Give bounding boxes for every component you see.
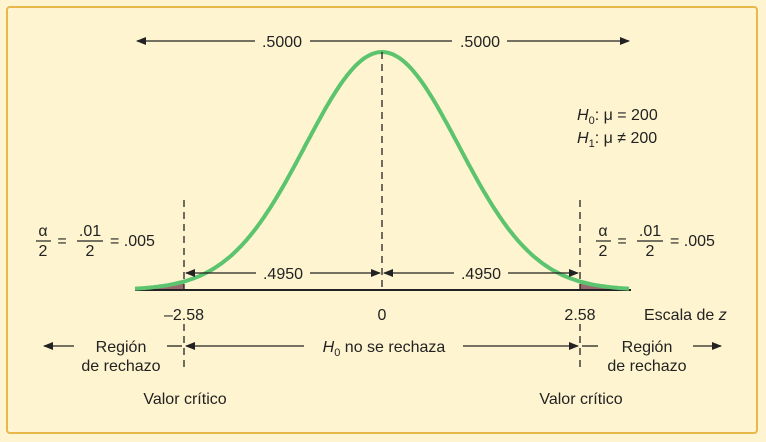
svg-text:=: = [57,233,66,250]
svg-text:2: 2 [39,243,48,260]
tick-left: –2.58 [164,307,204,324]
right-region-label-1: Región [622,339,673,356]
right-alpha-formula: α 2 = .01 2 = .005 [596,223,715,260]
tick-right: 2.58 [564,307,595,324]
accept-region-label: H0 no se rechaza [323,339,446,359]
svg-text:α: α [38,223,47,240]
svg-text:2: 2 [86,243,95,260]
svg-text:= .005: = .005 [670,233,715,250]
top-right-probability: .5000 [460,34,500,51]
tick-center: 0 [378,307,387,324]
svg-text:2: 2 [646,243,655,260]
left-critical-value-label: Valor crítico [143,391,226,408]
right-region-label-2: de rechazo [607,358,686,375]
svg-text:α: α [598,223,607,240]
mid-left-probability: .4950 [263,266,303,283]
svg-text:.01: .01 [79,223,101,240]
normal-curve [134,49,630,291]
mid-right-probability: .4950 [461,266,501,283]
z-scale-label: Escala de z [644,307,727,324]
left-region-label-2: de rechazo [81,358,160,375]
alternative-hypothesis: H1: μ ≠ 200 [577,130,657,150]
svg-text:2: 2 [599,243,608,260]
top-left-probability: .5000 [262,34,302,51]
svg-text:=: = [617,233,626,250]
null-hypothesis: H0: μ = 200 [577,107,658,127]
svg-text:.01: .01 [639,223,661,240]
figure-frame [6,6,758,434]
right-critical-value-label: Valor crítico [539,391,622,408]
left-region-label-1: Región [96,339,147,356]
svg-text:= .005: = .005 [110,233,155,250]
left-alpha-formula: α 2 = .01 2 = .005 [36,223,155,260]
